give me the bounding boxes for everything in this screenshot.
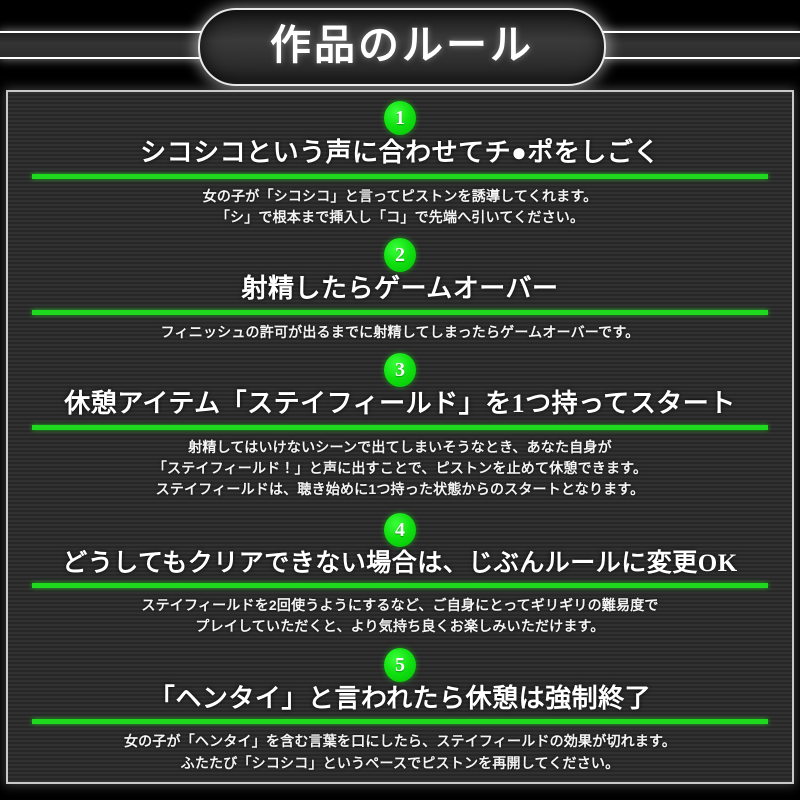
rule-number-badge: 2 bbox=[384, 238, 416, 273]
rule-number-row: 4 bbox=[8, 503, 792, 549]
rule-body: フィニッシュの許可が出るまでに射精してしまったらゲームオーバーです。 bbox=[8, 315, 792, 345]
rule-body-line: 「シ」で根本まで挿入し「コ」で先端へ引いてください。 bbox=[215, 208, 585, 225]
rule-divider bbox=[32, 424, 768, 430]
rule-body: 女の子が「シコシコ」と言ってピストンを誘導してくれます。「シ」で根本まで挿入し「… bbox=[8, 179, 792, 231]
rule-body-line: ステイフィールドを2回使うようにするなど、ご自身にとってギリギリの難易度で bbox=[141, 597, 659, 614]
rule-divider bbox=[32, 173, 768, 179]
rule-block: 5「ヘンタイ」と言われたら休憩は強制終了女の子が「ヘンタイ」を含む言葉を口にした… bbox=[8, 640, 792, 776]
rule-body: ステイフィールドを2回使うようにするなど、ご自身にとってギリギリの難易度でプレイ… bbox=[8, 588, 792, 640]
rule-body-line: ふたたび「シコシコ」というペースでピストンを再開してください。 bbox=[180, 754, 620, 771]
rule-divider bbox=[32, 583, 768, 589]
rule-body-line: プレイしていただくと、より気持ち良くお楽しみいただけます。 bbox=[195, 618, 605, 635]
rule-body-line: 射精してはいけないシーンで出てしまいそうなとき、あなた自身が bbox=[188, 438, 612, 455]
rule-divider bbox=[32, 719, 768, 725]
rules-panel: 1 シコシコという声に合わせてチ●ポをしごく女の子が「シコシコ」と言ってピストンを… bbox=[6, 90, 794, 784]
rule-body: 射精してはいけないシーンで出てしまいそうなとき、あなた自身が「ステイフィールド！… bbox=[8, 430, 792, 503]
header-band: 作品のルール bbox=[0, 0, 800, 90]
rule-heading: シコシコという声に合わせてチ●ポをしごく bbox=[140, 138, 660, 167]
rule-number-row: 5 bbox=[8, 640, 792, 684]
rule-heading: どうしてもクリアできない場合は、じぶんルールに変更OK bbox=[62, 549, 738, 577]
rule-number-badge: 1 bbox=[384, 101, 416, 135]
page-title: 作品のルール bbox=[270, 22, 534, 68]
rule-number-row: 1 bbox=[8, 94, 792, 138]
rule-body-line: ステイフィールドは、聴き始めに1つ持った状態からのスタートとなります。 bbox=[155, 481, 645, 498]
rule-number-row: 2 bbox=[8, 230, 792, 274]
rule-heading: 射精したらゲームオーバー bbox=[241, 274, 559, 304]
rule-block: 1 シコシコという声に合わせてチ●ポをしごく女の子が「シコシコ」と言ってピストンを… bbox=[8, 94, 792, 230]
rule-body: 女の子が「ヘンタイ」を含む言葉を口にしたら、ステイフィールドの効果が切れます。ふ… bbox=[8, 724, 792, 776]
rule-body-line: 女の子が「ヘンタイ」を含む言葉を口にしたら、ステイフィールドの効果が切れます。 bbox=[123, 733, 677, 750]
header-title-badge: 作品のルール bbox=[198, 8, 606, 86]
rule-heading: 「ヘンタイ」と言われたら休憩は強制終了 bbox=[148, 683, 652, 713]
rule-body-line: フィニッシュの許可が出るまでに射精してしまったらゲームオーバーです。 bbox=[160, 323, 640, 340]
rule-heading: 休憩アイテム「ステイフィールド」を1つ持ってスタート bbox=[64, 389, 736, 419]
rules-list: 1 シコシコという声に合わせてチ●ポをしごく女の子が「シコシコ」と言ってピストンを… bbox=[8, 92, 792, 782]
rule-number-badge: 4 bbox=[384, 512, 416, 547]
rule-body-line: 「ステイフィールド！」と声に出すことで、ピストンを止めて休憩できます。 bbox=[152, 460, 648, 477]
rule-divider bbox=[32, 309, 768, 315]
rule-number-row: 3 bbox=[8, 345, 792, 389]
rule-number-badge: 3 bbox=[384, 353, 416, 388]
rule-body-line: 女の子が「シコシコ」と言ってピストンを誘導してくれます。 bbox=[202, 187, 598, 204]
rule-number-badge: 5 bbox=[384, 647, 416, 682]
